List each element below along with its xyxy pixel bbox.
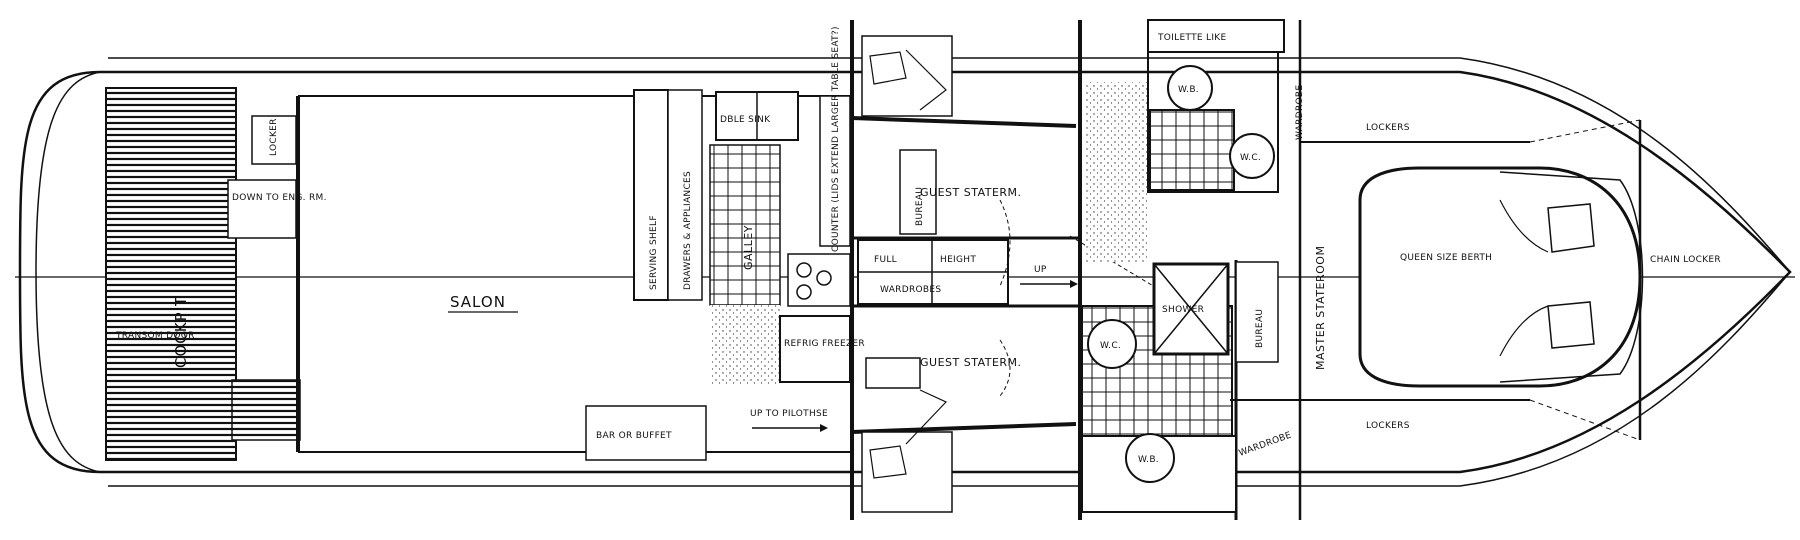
galley-label: GALLEY xyxy=(742,225,755,270)
bureau-top-label: BUREAU xyxy=(915,187,925,226)
wc-bottom-label: W.C. xyxy=(1100,341,1121,351)
cockpit-deck xyxy=(105,87,237,461)
wardrobe-bottom-label: WARDROBE xyxy=(1238,430,1293,458)
pillow-icon xyxy=(1547,301,1595,349)
bar-or-buffet-label: BAR OR BUFFET xyxy=(596,431,672,441)
bureau-mid-label: BUREAU xyxy=(1255,309,1265,348)
up-label: UP xyxy=(1034,265,1047,275)
guest-top-wall xyxy=(851,116,1077,128)
queen-size-berth-label: QUEEN SIZE BERTH xyxy=(1400,253,1492,263)
master-stateroom-label: MASTER STATEROOM xyxy=(1314,246,1327,370)
galley-floor-stipple xyxy=(710,305,780,385)
counter-note-label: COUNTER (LIDS EXTEND LARGER TABLE SEAT?) xyxy=(831,26,841,252)
queen-berth-inner xyxy=(1499,171,1644,383)
cockpit-locker-label: LOCKER xyxy=(269,118,279,156)
hull-outline xyxy=(18,70,1792,474)
bureau-mid xyxy=(1235,261,1279,363)
up-to-pilothse-label: UP TO PILOTHSE xyxy=(750,409,828,419)
guest-bottom-wall xyxy=(851,422,1077,434)
transom-door-label: TRANSOM DOOR xyxy=(115,331,195,341)
wardrobe-top-label: WARDROBE xyxy=(1295,85,1305,140)
galley-counter xyxy=(819,95,851,247)
down-to-eng-rm-label: DOWN TO ENG. RM. xyxy=(232,193,327,203)
shower-label: SHOWER xyxy=(1162,305,1204,315)
drawers-appliances xyxy=(667,89,703,301)
bureau-top xyxy=(899,149,937,235)
cockpit-locker xyxy=(251,115,297,165)
head-tile-top xyxy=(1149,109,1235,191)
wardrobes-label: WARDROBES xyxy=(880,285,941,295)
guest-stateroom-top-label: GUEST STATERM. xyxy=(920,186,1022,199)
wb-bottom-label: W.B. xyxy=(1138,455,1159,465)
wb-top-label: W.B. xyxy=(1178,85,1199,95)
guest-berth-top xyxy=(861,35,953,117)
refrig-freezer xyxy=(779,315,851,383)
toilette-like-label: TOILETTE LIKE xyxy=(1157,33,1226,43)
wash-basin-bottom xyxy=(1125,433,1175,483)
guest-berth-bottom xyxy=(861,431,953,513)
dble-sink-label: DBLE SINK xyxy=(720,115,771,125)
cockpit-steps xyxy=(231,379,301,441)
door-swing xyxy=(999,199,1011,287)
full-label: FULL xyxy=(874,255,897,265)
engine-hatch xyxy=(227,179,297,239)
serving-shelf xyxy=(633,89,669,301)
height-label: HEIGHT xyxy=(940,255,976,265)
door-swing xyxy=(999,339,1011,397)
burner-icon xyxy=(796,284,812,300)
bar-buffet xyxy=(585,405,707,461)
cockpit-label: COCKPIT xyxy=(172,296,190,368)
refrig-freezer-label: REFRIG FREEZER xyxy=(784,339,865,349)
chain-locker-label: CHAIN LOCKER xyxy=(1650,255,1721,265)
salon-label: SALON xyxy=(450,293,506,311)
drawers-appliances-label: DRAWERS & APPLIANCES xyxy=(683,171,693,290)
wc-top-label: W.C. xyxy=(1240,153,1261,163)
stove xyxy=(787,253,851,307)
toilet-top xyxy=(1229,133,1275,179)
guest-stateroom-bottom-label: GUEST STATERM. xyxy=(920,356,1022,369)
stern-rail xyxy=(35,71,101,473)
hull-inner-line xyxy=(108,57,1791,487)
pillow-icon xyxy=(1547,203,1595,253)
head-top-room xyxy=(1147,51,1279,193)
stairs-stipple xyxy=(1085,82,1147,262)
wash-basin-top xyxy=(1167,65,1213,111)
burner-icon xyxy=(796,262,812,278)
galley-tile-floor xyxy=(709,144,781,306)
bureau-bottom-guest xyxy=(865,357,921,389)
burner-icon xyxy=(816,270,832,286)
serving-shelf-label: SERVING SHELF xyxy=(649,215,659,290)
lockers-bottom-label: LOCKERS xyxy=(1366,421,1410,431)
toilet-bottom xyxy=(1087,319,1137,369)
lockers-top-label: LOCKERS xyxy=(1366,123,1410,133)
